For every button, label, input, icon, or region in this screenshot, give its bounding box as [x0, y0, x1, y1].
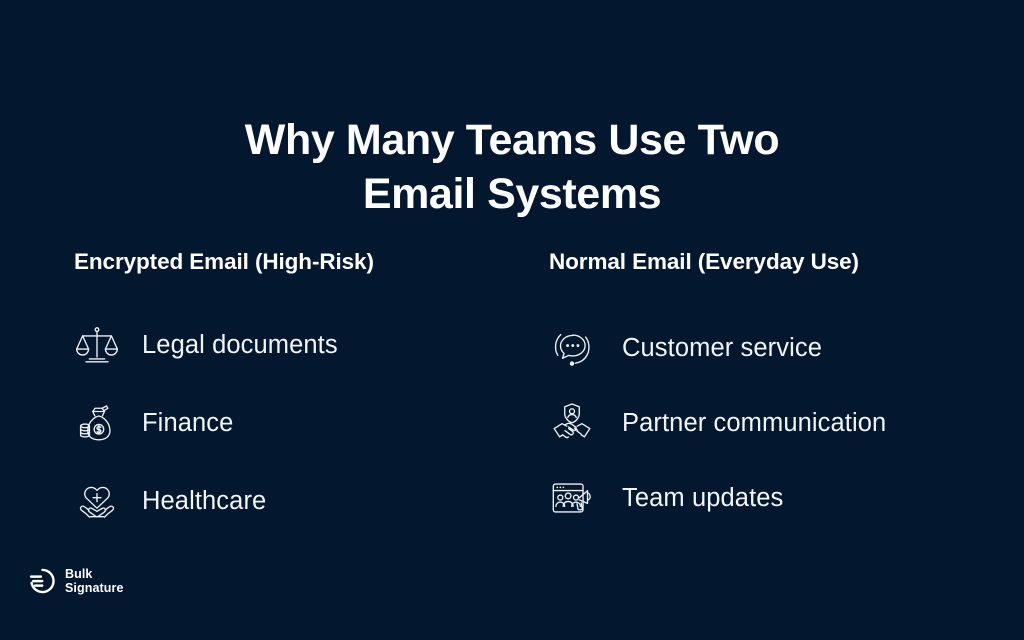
list-item: Customer service: [549, 310, 989, 385]
brand-logo-line1: Bulk: [65, 566, 93, 581]
list-item-label: Healthcare: [142, 487, 267, 515]
chat-bubble-dots-icon: [549, 325, 595, 371]
column-encrypted-email: Encrypted Email (High-Risk): [74, 228, 504, 295]
list-encrypted-email: Legal documents: [74, 306, 504, 540]
column-normal-email: Normal Email (Everyday Use) Customer ser…: [549, 228, 989, 295]
browser-people-megaphone-icon: [549, 475, 595, 521]
list-item-label: Finance: [142, 409, 234, 437]
list-item-label: Partner communication: [622, 408, 887, 437]
list-item: Partner communication: [549, 385, 989, 460]
column-heading-normal: Normal Email (Everyday Use): [549, 248, 859, 274]
heart-cross-in-hands-icon: [74, 478, 120, 524]
column-heading-encrypted: Encrypted Email (High-Risk): [74, 248, 374, 274]
balance-scales-icon: [74, 322, 120, 368]
brand-logo-text: Bulk Signature: [65, 567, 124, 596]
list-item-label: Legal documents: [142, 331, 338, 359]
list-normal-email: Customer service: [549, 310, 989, 535]
list-item: Team updates: [549, 460, 989, 535]
handshake-shield-icon: [549, 400, 595, 446]
bulk-signature-logo-icon: [27, 566, 57, 596]
brand-logo: Bulk Signature: [27, 566, 124, 596]
list-item-label: Team updates: [622, 483, 784, 512]
brand-logo-line2: Signature: [65, 581, 124, 595]
page-title: Why Many Teams Use Two Email Systems: [244, 115, 780, 218]
list-item: Finance: [74, 384, 504, 462]
list-item-label: Customer service: [622, 333, 822, 362]
list-item: Legal documents: [74, 306, 504, 384]
list-item: Healthcare: [74, 462, 504, 540]
money-bag-coins-icon: [74, 400, 120, 446]
